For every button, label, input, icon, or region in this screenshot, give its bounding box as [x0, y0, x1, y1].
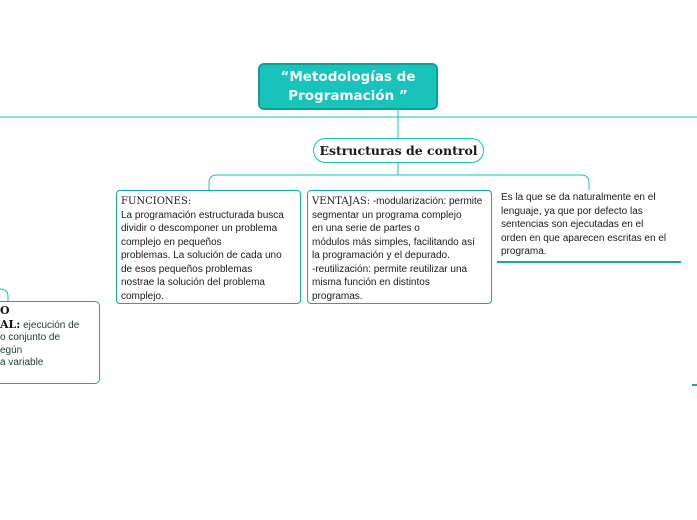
subtopic-label: Estructuras de control: [319, 143, 478, 158]
node-ventajas[interactable]: VENTAJAS: -modularización: permite segme…: [307, 190, 492, 304]
node-left-partial[interactable]: [0, 301, 100, 384]
node-secuencial-body: Es la que se da naturalmente en el lengu…: [501, 192, 667, 257]
node-ventajas-body: -modularización: permite segmentar un pr…: [312, 196, 483, 302]
node-funciones-body: La programación estructurada busca divid…: [121, 209, 284, 302]
connector-subtopic-to-children: [208, 163, 590, 190]
node-ventajas-heading: VENTAJAS:: [312, 196, 371, 207]
root-topic-text: “Metodologías de Programación ”: [280, 68, 416, 104]
node-left-partial-text: O AL: ejecución de o conjunto de egún a …: [0, 304, 80, 368]
node-funciones[interactable]: FUNCIONES: La programación estructurada …: [116, 190, 301, 304]
node-secuencial[interactable]: Es la que se da naturalmente en el lengu…: [497, 190, 681, 260]
root-topic-node[interactable]: “Metodologías de Programación ”: [258, 63, 438, 110]
subtopic-estructuras-de-control[interactable]: Estructuras de control: [313, 138, 484, 163]
connector-left-branch: [0, 288, 9, 301]
connector-right-stub: [692, 384, 697, 386]
node-secuencial-underline: [497, 261, 681, 263]
node-funciones-heading: FUNCIONES:: [121, 196, 192, 207]
